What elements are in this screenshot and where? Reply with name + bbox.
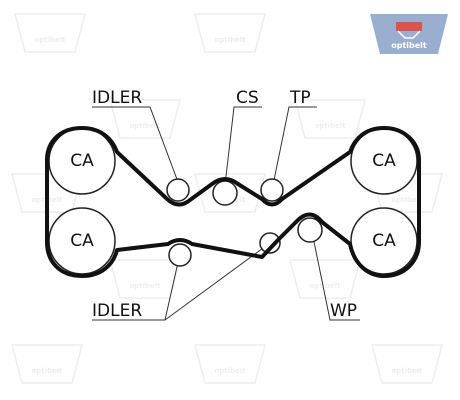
- callout-cs: CS: [236, 88, 259, 108]
- watermark-text: optibelt: [214, 36, 246, 44]
- logo-belt-icon: [396, 22, 422, 31]
- leader-wp: [311, 231, 360, 321]
- watermark-text: optibelt: [391, 367, 423, 375]
- watermark-tile: optibelt: [109, 99, 181, 139]
- optibelt-logo: optibelt: [370, 14, 448, 54]
- logo-shield-icon: [370, 14, 448, 54]
- watermark-text: optibelt: [129, 282, 161, 290]
- pulley-label-ca-bottom-right: CA: [372, 231, 396, 251]
- pulley-label-ca-top-left: CA: [70, 151, 94, 171]
- leader-idler-top: [92, 106, 179, 183]
- timing-belt: [45, 126, 421, 278]
- watermark-text: optibelt: [314, 122, 346, 130]
- watermark-text: optibelt: [129, 122, 161, 130]
- callout-tp: TP: [289, 88, 311, 108]
- watermark-tile: optibelt: [194, 13, 266, 53]
- watermark-tile: optibelt: [294, 99, 366, 139]
- watermark-text: optibelt: [31, 367, 63, 375]
- watermark-tile: optibelt: [11, 344, 83, 384]
- pulley-idler-top: [166, 178, 190, 202]
- pulley-wp: [297, 217, 323, 243]
- watermark-text: optibelt: [391, 196, 423, 204]
- pulley-label-ca-bottom-left: CA: [70, 231, 94, 251]
- watermark-tile: optibelt: [194, 344, 266, 384]
- pulley-tp: [260, 178, 284, 202]
- callout-idler-bottom: IDLER: [92, 301, 142, 321]
- watermark-tile: optibelt: [289, 259, 361, 299]
- logo-vee-icon: [397, 30, 421, 39]
- watermark-layer: optibelt optibelt optibelt optibelt opti…: [11, 13, 443, 384]
- watermark-tile: optibelt: [371, 344, 443, 384]
- watermark-text: optibelt: [214, 367, 246, 375]
- watermark-tile: optibelt: [109, 259, 181, 299]
- leader-cs: [224, 106, 262, 186]
- pulleys: [48, 127, 418, 275]
- watermark-tile: optibelt: [14, 13, 86, 53]
- leader-tp: [272, 106, 317, 186]
- pulley-label-ca-top-right: CA: [372, 151, 396, 171]
- callout-idler-top: IDLER: [92, 88, 142, 108]
- logo-text: optibelt: [391, 41, 427, 50]
- pulley-tensioner: [259, 232, 281, 254]
- callout-wp: WP: [330, 301, 357, 321]
- watermark-text: optibelt: [34, 36, 66, 44]
- pulley-cs: [212, 180, 238, 206]
- watermark-text: optibelt: [309, 282, 341, 290]
- pulley-idler-bottom: [168, 243, 192, 267]
